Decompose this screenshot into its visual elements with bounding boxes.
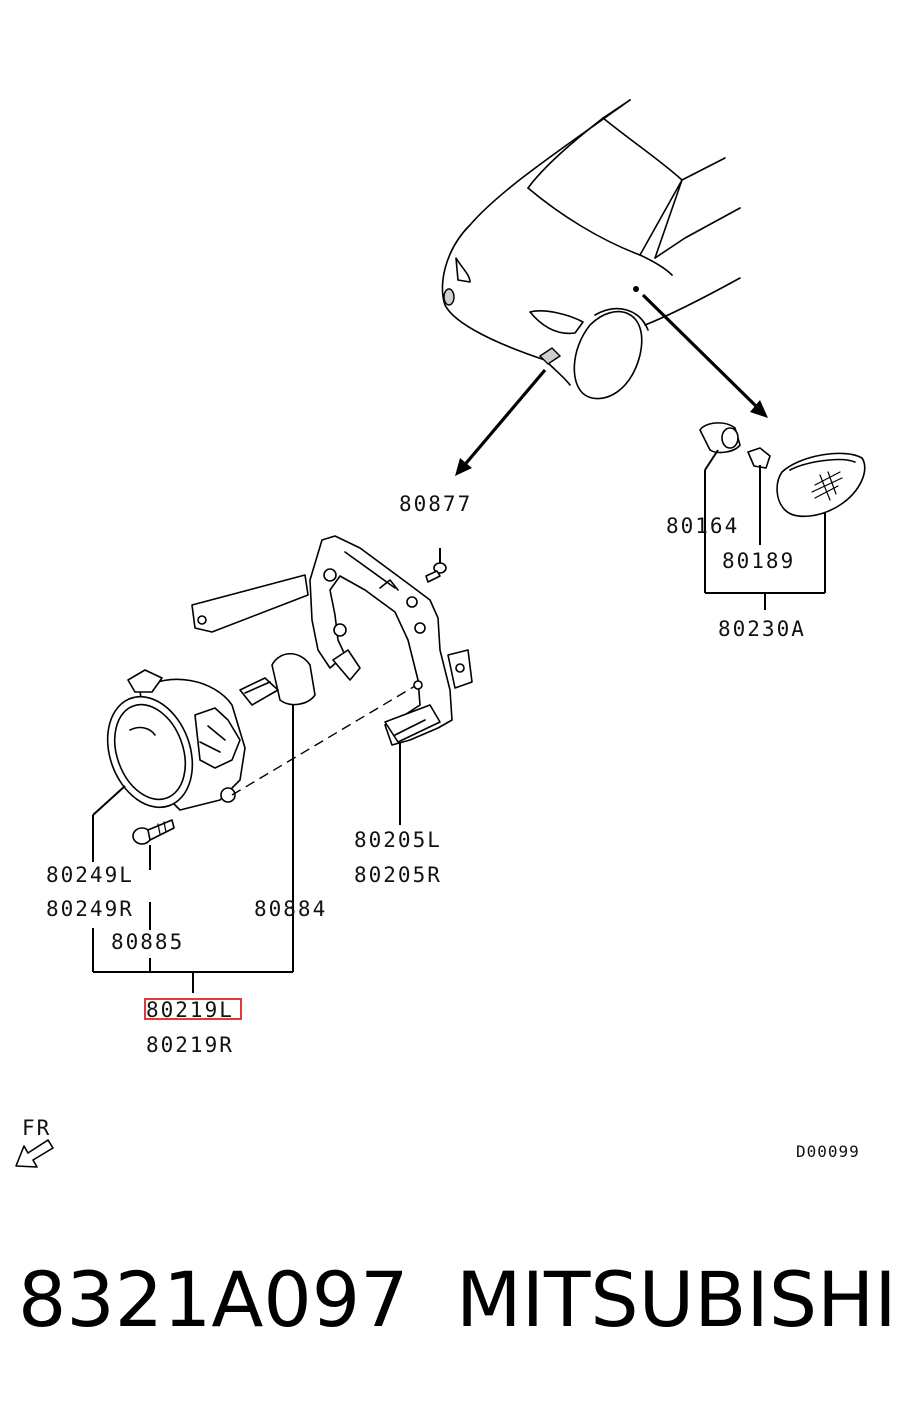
location-arrows — [455, 293, 768, 476]
fog-lamp-bracket-illustration — [191, 535, 473, 746]
side-marker-leaders — [704, 449, 826, 610]
screw-80885-illustration — [132, 819, 175, 870]
bulb-socket-illustration — [699, 422, 741, 454]
car-body-illustration — [441, 99, 741, 400]
label-80205L[interactable]: 80205L — [354, 828, 442, 852]
label-80205R[interactable]: 80205R — [354, 863, 442, 887]
fog-lamp-leaders — [92, 742, 401, 993]
side-marker-lamp-illustration — [776, 452, 866, 518]
label-80230A[interactable]: 80230A — [718, 617, 806, 641]
wedge-bulb-illustration — [747, 447, 771, 469]
highlight-box-80219L — [144, 998, 242, 1020]
screw-80877-illustration — [425, 548, 447, 583]
front-direction-indicator: FR — [15, 1116, 54, 1168]
label-80219R[interactable]: 80219R — [146, 1033, 234, 1057]
halogen-bulb-illustration — [239, 652, 316, 972]
alignment-dashed-line — [231, 685, 416, 796]
label-80249L[interactable]: 80249L — [46, 863, 134, 887]
label-80885[interactable]: 80885 — [111, 930, 184, 954]
label-80164[interactable]: 80164 — [666, 514, 739, 538]
label-80189[interactable]: 80189 — [722, 549, 795, 573]
label-80877[interactable]: 80877 — [399, 492, 472, 516]
label-80884[interactable]: 80884 — [254, 897, 327, 921]
label-80249R[interactable]: 80249R — [46, 897, 134, 921]
label-80219L[interactable]: 80219L — [146, 998, 234, 1022]
front-indicator-label: FR — [22, 1116, 51, 1140]
fog-lamp-illustration — [106, 669, 246, 811]
part-number-caption: 8321A097 — [18, 1255, 409, 1344]
drawing-code: D00099 — [796, 1142, 860, 1161]
brand-caption: MITSUBISHI — [456, 1255, 897, 1344]
